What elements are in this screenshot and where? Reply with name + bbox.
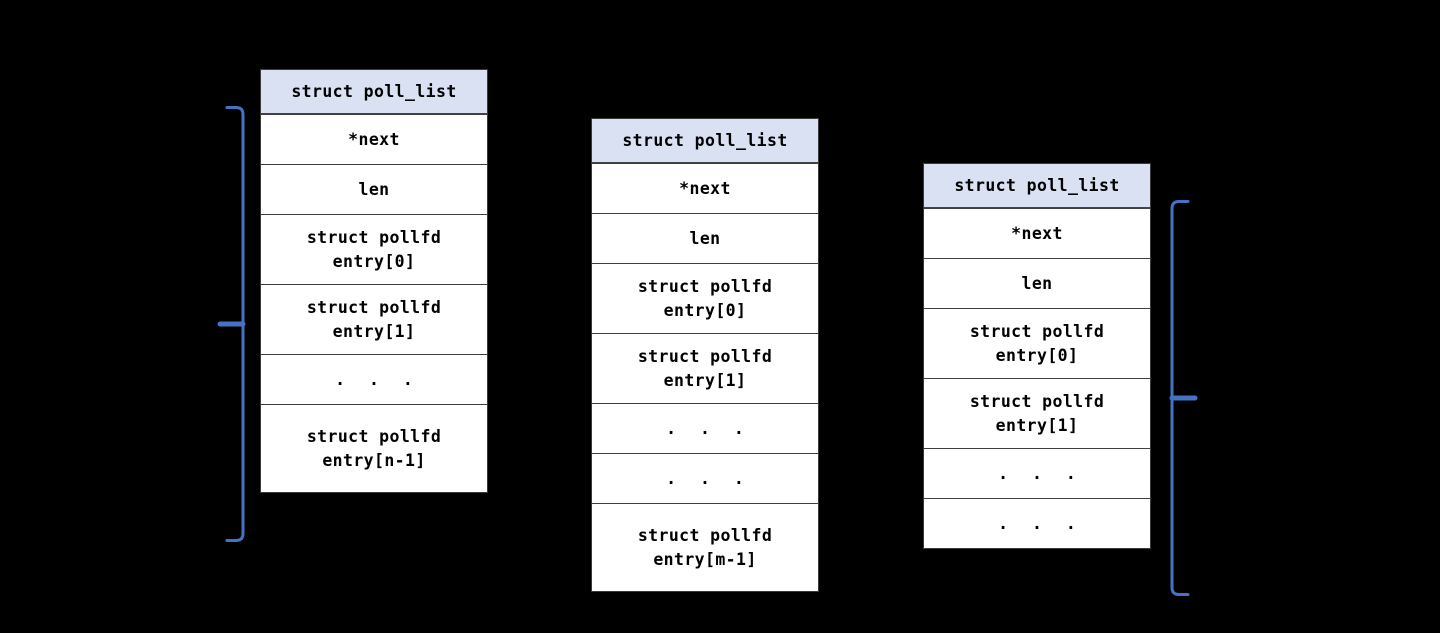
struct-row-entry-0: struct pollfd entry[0] — [924, 308, 1150, 378]
struct-row-len-field: len — [924, 258, 1150, 308]
struct-row-line2: entry[1] — [995, 415, 1079, 435]
struct-row-line1: struct pollfd — [306, 228, 442, 248]
struct-row-line1: struct pollfd — [306, 298, 442, 318]
struct-table-header: struct poll_list — [924, 164, 1150, 208]
struct-row-line2: entry[m-1] — [653, 549, 757, 569]
left-grouping-brace — [217, 106, 249, 542]
struct-row-line1: len — [358, 179, 390, 199]
struct-row-next-pointer: *next — [924, 208, 1150, 258]
struct-row-entry-1: struct pollfd entry[1] — [924, 378, 1150, 448]
struct-row-line1: struct pollfd — [969, 392, 1105, 412]
struct-row-line2: entry[1] — [663, 370, 747, 390]
struct-row-line1: *next — [348, 129, 400, 149]
struct-row-line2: entry[1] — [332, 321, 416, 341]
struct-row-entry-n-1: struct pollfd entry[n-1] — [261, 404, 487, 492]
struct-row-line1: struct pollfd — [637, 277, 773, 297]
struct-row-line1: len — [689, 228, 721, 248]
right-grouping-brace — [1166, 200, 1198, 596]
struct-row-line1: . . . — [998, 513, 1083, 533]
struct-row-line1: len — [1021, 273, 1053, 293]
struct-row-entry-ellipsis: . . . — [261, 354, 487, 404]
struct-row-line1: . . . — [666, 468, 751, 488]
struct-row-entry-1: struct pollfd entry[1] — [261, 284, 487, 354]
struct-table-header: struct poll_list — [261, 70, 487, 114]
struct-row-next-pointer: *next — [592, 163, 818, 213]
struct-table-poll-list-1: struct poll_list *next len struct pollfd ent… — [260, 69, 488, 493]
struct-row-entry-0: struct pollfd entry[0] — [261, 214, 487, 284]
struct-row-entry-1: struct pollfd entry[1] — [592, 333, 818, 403]
struct-row-len-field: len — [592, 213, 818, 263]
struct-table-poll-list-2: struct poll_list *next len struct pollfd ent… — [591, 118, 819, 592]
struct-row-line1: struct pollfd — [306, 427, 442, 447]
struct-row-line2: entry[0] — [663, 300, 747, 320]
struct-row-line1: *next — [1011, 223, 1063, 243]
struct-row-next-pointer: *next — [261, 114, 487, 164]
struct-row-entry-m-1: struct pollfd entry[m-1] — [592, 503, 818, 591]
struct-table-header: struct poll_list — [592, 119, 818, 163]
struct-row-line1: struct pollfd — [969, 322, 1105, 342]
struct-row-entry-ellipsis-2: . . . — [592, 453, 818, 503]
struct-row-len-field: len — [261, 164, 487, 214]
struct-row-line1: . . . — [998, 463, 1083, 483]
struct-table-poll-list-3: struct poll_list *next len struct pollfd ent… — [923, 163, 1151, 549]
struct-row-line1: . . . — [666, 418, 751, 438]
struct-row-entry-ellipsis-1: . . . — [924, 448, 1150, 498]
struct-row-line2: entry[n-1] — [322, 450, 426, 470]
struct-row-entry-0: struct pollfd entry[0] — [592, 263, 818, 333]
struct-row-entry-ellipsis-1: . . . — [592, 403, 818, 453]
struct-row-line1: struct pollfd — [637, 347, 773, 367]
struct-row-line1: . . . — [335, 369, 420, 389]
struct-row-line1: *next — [679, 178, 731, 198]
struct-row-line1: struct pollfd — [637, 526, 773, 546]
struct-row-line2: entry[0] — [332, 251, 416, 271]
struct-row-line2: entry[0] — [995, 345, 1079, 365]
struct-row-entry-ellipsis-2: . . . — [924, 498, 1150, 548]
